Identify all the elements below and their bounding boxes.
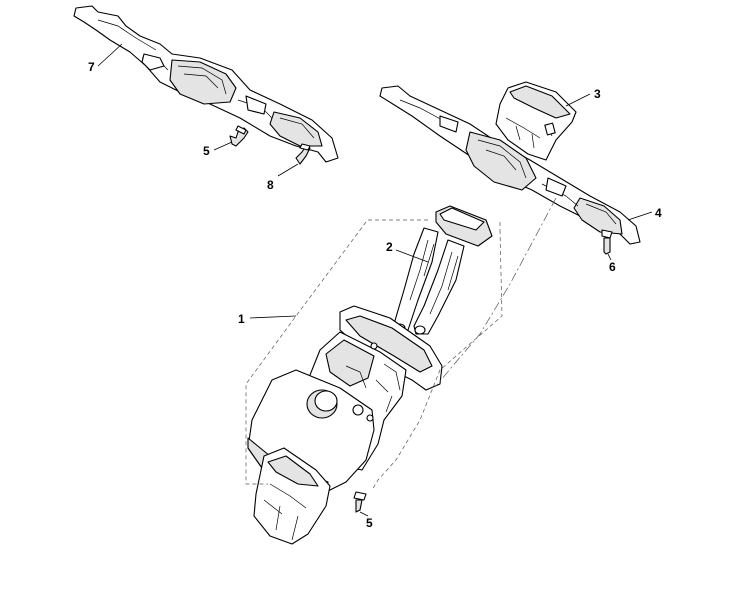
part-1-housing <box>247 305 443 545</box>
callout-label: 1 <box>238 312 245 326</box>
callout-5-lower: 5 <box>359 511 373 530</box>
callout-5-upper: 5 <box>203 141 233 158</box>
part-2-clip <box>393 205 493 335</box>
screw-5-lower <box>353 491 367 513</box>
screw-8 <box>295 143 311 165</box>
callout-3: 3 <box>565 87 601 107</box>
callout-label: 4 <box>655 206 662 220</box>
callout-label: 5 <box>366 516 373 530</box>
part-3-cap <box>495 81 577 161</box>
callout-7: 7 <box>88 43 123 74</box>
callout-label: 6 <box>609 260 616 274</box>
callout-6: 6 <box>607 253 616 274</box>
screw-5-upper <box>229 125 249 147</box>
callout-label: 5 <box>203 144 210 158</box>
callout-label: 8 <box>267 178 274 192</box>
assembly-outline <box>245 197 557 491</box>
screw-6 <box>601 229 613 255</box>
callout-8: 8 <box>267 163 299 192</box>
part-4-bracket <box>379 85 641 245</box>
callout-1: 1 <box>238 312 297 326</box>
callout-label: 2 <box>386 240 393 254</box>
callout-label: 7 <box>88 60 95 74</box>
callout-4: 4 <box>627 206 662 221</box>
callout-2: 2 <box>386 240 429 263</box>
callout-label: 3 <box>594 87 601 101</box>
part-7-bracket <box>73 5 339 163</box>
